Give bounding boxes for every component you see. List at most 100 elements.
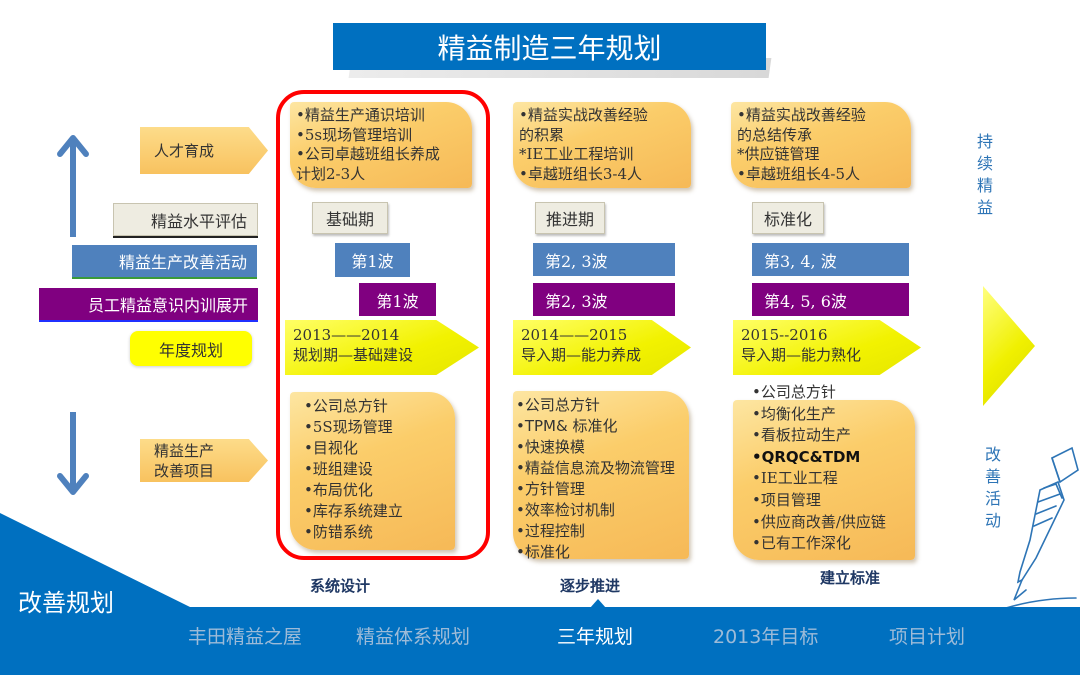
talent-box-phase-1: •精益生产通识培训 •5s现场管理培训 •公司卓越班组长养成 计划2-3人	[290, 102, 472, 188]
project-item: •标准化	[516, 543, 570, 561]
footer-nav-bar	[0, 607, 1080, 675]
project-item: •库存系统建立	[304, 502, 403, 520]
project-item: •班组建设	[304, 460, 373, 478]
wave-text: 第1波	[376, 291, 419, 311]
nav-lean-system-plan[interactable]: 精益体系规划	[356, 626, 471, 648]
talent-item: •卓越班组长4-5人	[737, 164, 861, 183]
training-wave-phase-1: 第1波	[359, 283, 436, 316]
projects-box-phase-1: •公司总方针 •5S现场管理 •目视化 •班组建设 •布局优化 •库存系统建立 …	[290, 392, 455, 550]
project-item: •公司总方针	[304, 397, 388, 415]
talent-item: •精益实战改善经验	[519, 106, 648, 124]
nav-project-plan[interactable]: 项目计划	[889, 626, 966, 648]
training-wave-phase-3: 第4, 5, 6波	[752, 283, 909, 316]
project-item: •看板拉动生产	[752, 426, 851, 445]
section-title: 改善规划	[18, 589, 114, 617]
year-theme: 规划期—基础建设	[293, 346, 414, 364]
active-nav-caret	[590, 599, 606, 608]
wave-text: 第2, 3波	[545, 291, 608, 311]
label-improvement-projects: 精益生产 改善项目	[140, 439, 268, 482]
improvement-activity-text: 改 善 活 动	[983, 444, 1003, 532]
caption-phase-3: 建立标准	[819, 569, 880, 587]
char: 动	[984, 511, 1001, 530]
label-projects-line2: 改善项目	[154, 461, 215, 480]
talent-item: •精益生产通识培训	[296, 106, 425, 124]
assessment-phase-3: 标准化	[752, 202, 824, 234]
project-item: •防错系统	[304, 523, 373, 541]
label-talent: 人才育成	[140, 127, 268, 174]
year-range: 2014——2015	[521, 326, 628, 344]
char: 改	[984, 445, 1001, 464]
label-assessment: 精益水平评估	[113, 203, 258, 236]
assessment-text: 推进期	[545, 210, 594, 229]
label-awareness-training-text: 员工精益意识内训展开	[87, 296, 248, 315]
talent-box-phase-2: •精益实战改善经验 的积累 *IE工业工程培训 •卓越班组长3-4人	[513, 102, 691, 188]
char: 益	[976, 198, 993, 217]
wave-text: 第3, 4, 波	[764, 251, 837, 271]
label-projects-line1: 精益生产	[154, 441, 215, 460]
projects-box-phase-2: •公司总方针 •TPM& 标准化 •快速换模 •精益信息流及物流管理 •方针管理…	[513, 391, 689, 561]
continuation-arrow-icon	[983, 286, 1035, 406]
project-item: •过程控制	[516, 522, 585, 540]
label-annual-plan: 年度规划	[130, 331, 252, 366]
talent-item: 计划2-3人	[296, 164, 366, 183]
wave-text: 第4, 5, 6波	[764, 291, 847, 311]
projects-list-phase-3: •公司总方针 •均衡化生产 •看板拉动生产 •QRQC&TDM •IE工业工程 …	[752, 382, 932, 555]
char: 善	[984, 467, 1001, 486]
talent-item: •卓越班组长3-4人	[519, 164, 643, 183]
talent-item: •公司卓越班组长养成	[296, 145, 440, 163]
year-arrow-phase-2: 2014——2015 导入期—能力养成	[513, 320, 691, 375]
project-item: •5S现场管理	[304, 418, 393, 436]
char: 续	[976, 154, 993, 173]
talent-item: •5s现场管理培训	[296, 125, 413, 144]
project-item: •公司总方针	[516, 396, 600, 414]
label-improvement-activity: 精益生产改善活动	[72, 245, 257, 279]
project-item: •项目管理	[752, 490, 821, 509]
activity-wave-phase-1: 第1波	[335, 243, 410, 277]
talent-item: 的积累	[519, 125, 565, 144]
label-improvement-activity-text: 精益生产改善活动	[118, 253, 247, 272]
project-item: •目视化	[304, 439, 358, 457]
highlight-frame-phase-1	[276, 90, 490, 560]
talent-item: •精益实战改善经验	[737, 106, 866, 124]
project-item: •均衡化生产	[752, 404, 836, 423]
caption-phase-2: 逐步推进	[559, 577, 620, 595]
assessment-text: 基础期	[325, 210, 374, 229]
char: 持	[976, 132, 993, 151]
activity-wave-phase-2: 第2, 3波	[533, 243, 675, 276]
arrow-down-icon	[57, 412, 89, 495]
nav-2013-goals[interactable]: 2013年目标	[713, 626, 819, 648]
label-talent-text: 人才育成	[154, 141, 215, 160]
continuous-lean-text: 持 续 精 益	[975, 131, 995, 219]
label-annual-plan-text: 年度规划	[158, 340, 223, 360]
nav-toyota-lean-house[interactable]: 丰田精益之屋	[188, 626, 303, 648]
year-theme: 导入期—能力熟化	[741, 346, 862, 364]
project-item: •已有工作深化	[752, 534, 851, 553]
talent-box-phase-3: •精益实战改善经验 的总结传承 *供应链管理 •卓越班组长4-5人	[731, 102, 911, 188]
year-range: 2015--2016	[741, 326, 828, 344]
projects-box-phase-3	[733, 400, 915, 560]
char: 活	[984, 489, 1001, 508]
project-item: •效率检讨机制	[516, 501, 615, 519]
project-item: •快速换模	[516, 438, 585, 456]
project-item: •TPM& 标准化	[516, 417, 618, 435]
label-assessment-text: 精益水平评估	[150, 211, 247, 231]
page-title: 精益制造三年规划	[333, 23, 766, 70]
project-item: •IE工业工程	[752, 469, 838, 488]
assessment-phase-1: 基础期	[312, 202, 388, 234]
nav-three-year-plan[interactable]: 三年规划	[557, 626, 634, 648]
char: 精	[976, 176, 993, 195]
assessment-phase-2: 推进期	[535, 202, 605, 234]
wave-text: 第1波	[351, 252, 394, 271]
talent-item: 的总结传承	[737, 125, 813, 144]
caption-phase-1: 系统设计	[309, 577, 370, 595]
pen-icon	[1005, 446, 1079, 609]
talent-item: *供应链管理	[737, 145, 820, 163]
project-item: •方针管理	[516, 480, 585, 498]
project-item: •供应商改善/供应链	[752, 512, 886, 531]
project-item: •QRQC&TDM	[752, 447, 861, 466]
project-item: •精益信息流及物流管理	[516, 459, 675, 477]
project-item: •布局优化	[304, 481, 373, 499]
training-wave-phase-2: 第2, 3波	[533, 283, 675, 316]
year-arrow-phase-1: 2013——2014 规划期—基础建设	[285, 320, 479, 375]
year-theme: 导入期—能力养成	[521, 346, 642, 364]
